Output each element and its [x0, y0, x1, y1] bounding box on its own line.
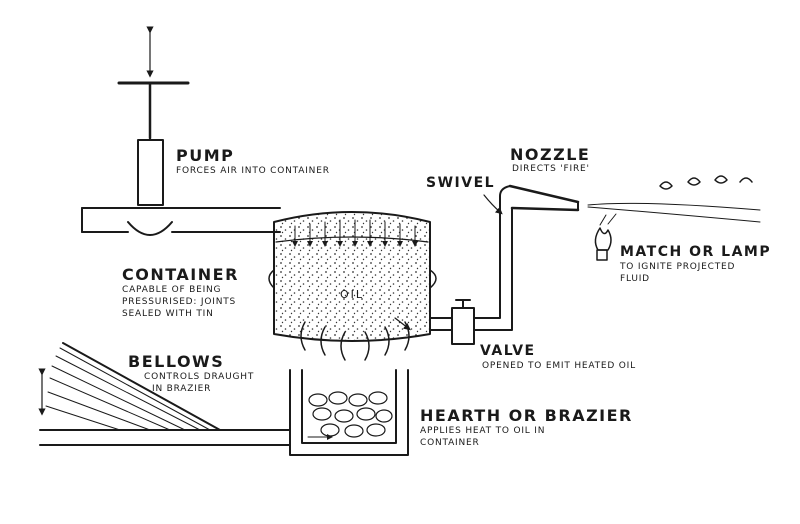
bellows-description-1: CONTROLS DRAUGHT — [144, 372, 255, 382]
match-lamp-description-2: FLUID — [620, 274, 650, 284]
swivel-label: SWIVEL — [426, 175, 496, 191]
oil-label: OIL — [340, 288, 365, 301]
nozzle-title: NOZZLE — [510, 145, 591, 164]
pump-description: FORCES AIR INTO CONTAINER — [176, 166, 330, 176]
match-lamp-drawing — [594, 213, 617, 261]
container-description-3: SEALED WITH TIN — [122, 309, 214, 319]
valve-description: OPENED TO EMIT HEATED OIL — [482, 361, 636, 371]
pump-drawing — [81, 26, 281, 236]
hearth-description-2: CONTAINER — [420, 438, 480, 448]
container-drawing — [268, 211, 437, 342]
heat-waves-drawing — [300, 321, 410, 361]
hearth-drawing — [289, 369, 409, 456]
outlet-pipe-drawing — [429, 175, 761, 345]
match-lamp-description-1: TO IGNITE PROJECTED — [620, 262, 736, 272]
bellows-drawing — [38, 342, 333, 446]
bellows-title: BELLOWS — [128, 352, 225, 371]
valve-title: VALVE — [480, 343, 536, 359]
pump-title: PUMP — [176, 146, 235, 165]
bellows-description-2: IN BRAZIER — [152, 384, 212, 394]
hearth-title: HEARTH OR BRAZIER — [420, 406, 633, 425]
container-description-1: CAPABLE OF BEING — [122, 285, 222, 295]
container-description-2: PRESSURISED: JOINTS — [122, 297, 237, 307]
match-lamp-title: MATCH OR LAMP — [620, 244, 772, 260]
hearth-description-1: APPLIES HEAT TO OIL IN — [420, 426, 546, 436]
container-title: CONTAINER — [122, 265, 239, 284]
nozzle-description: DIRECTS 'FIRE' — [512, 164, 590, 174]
